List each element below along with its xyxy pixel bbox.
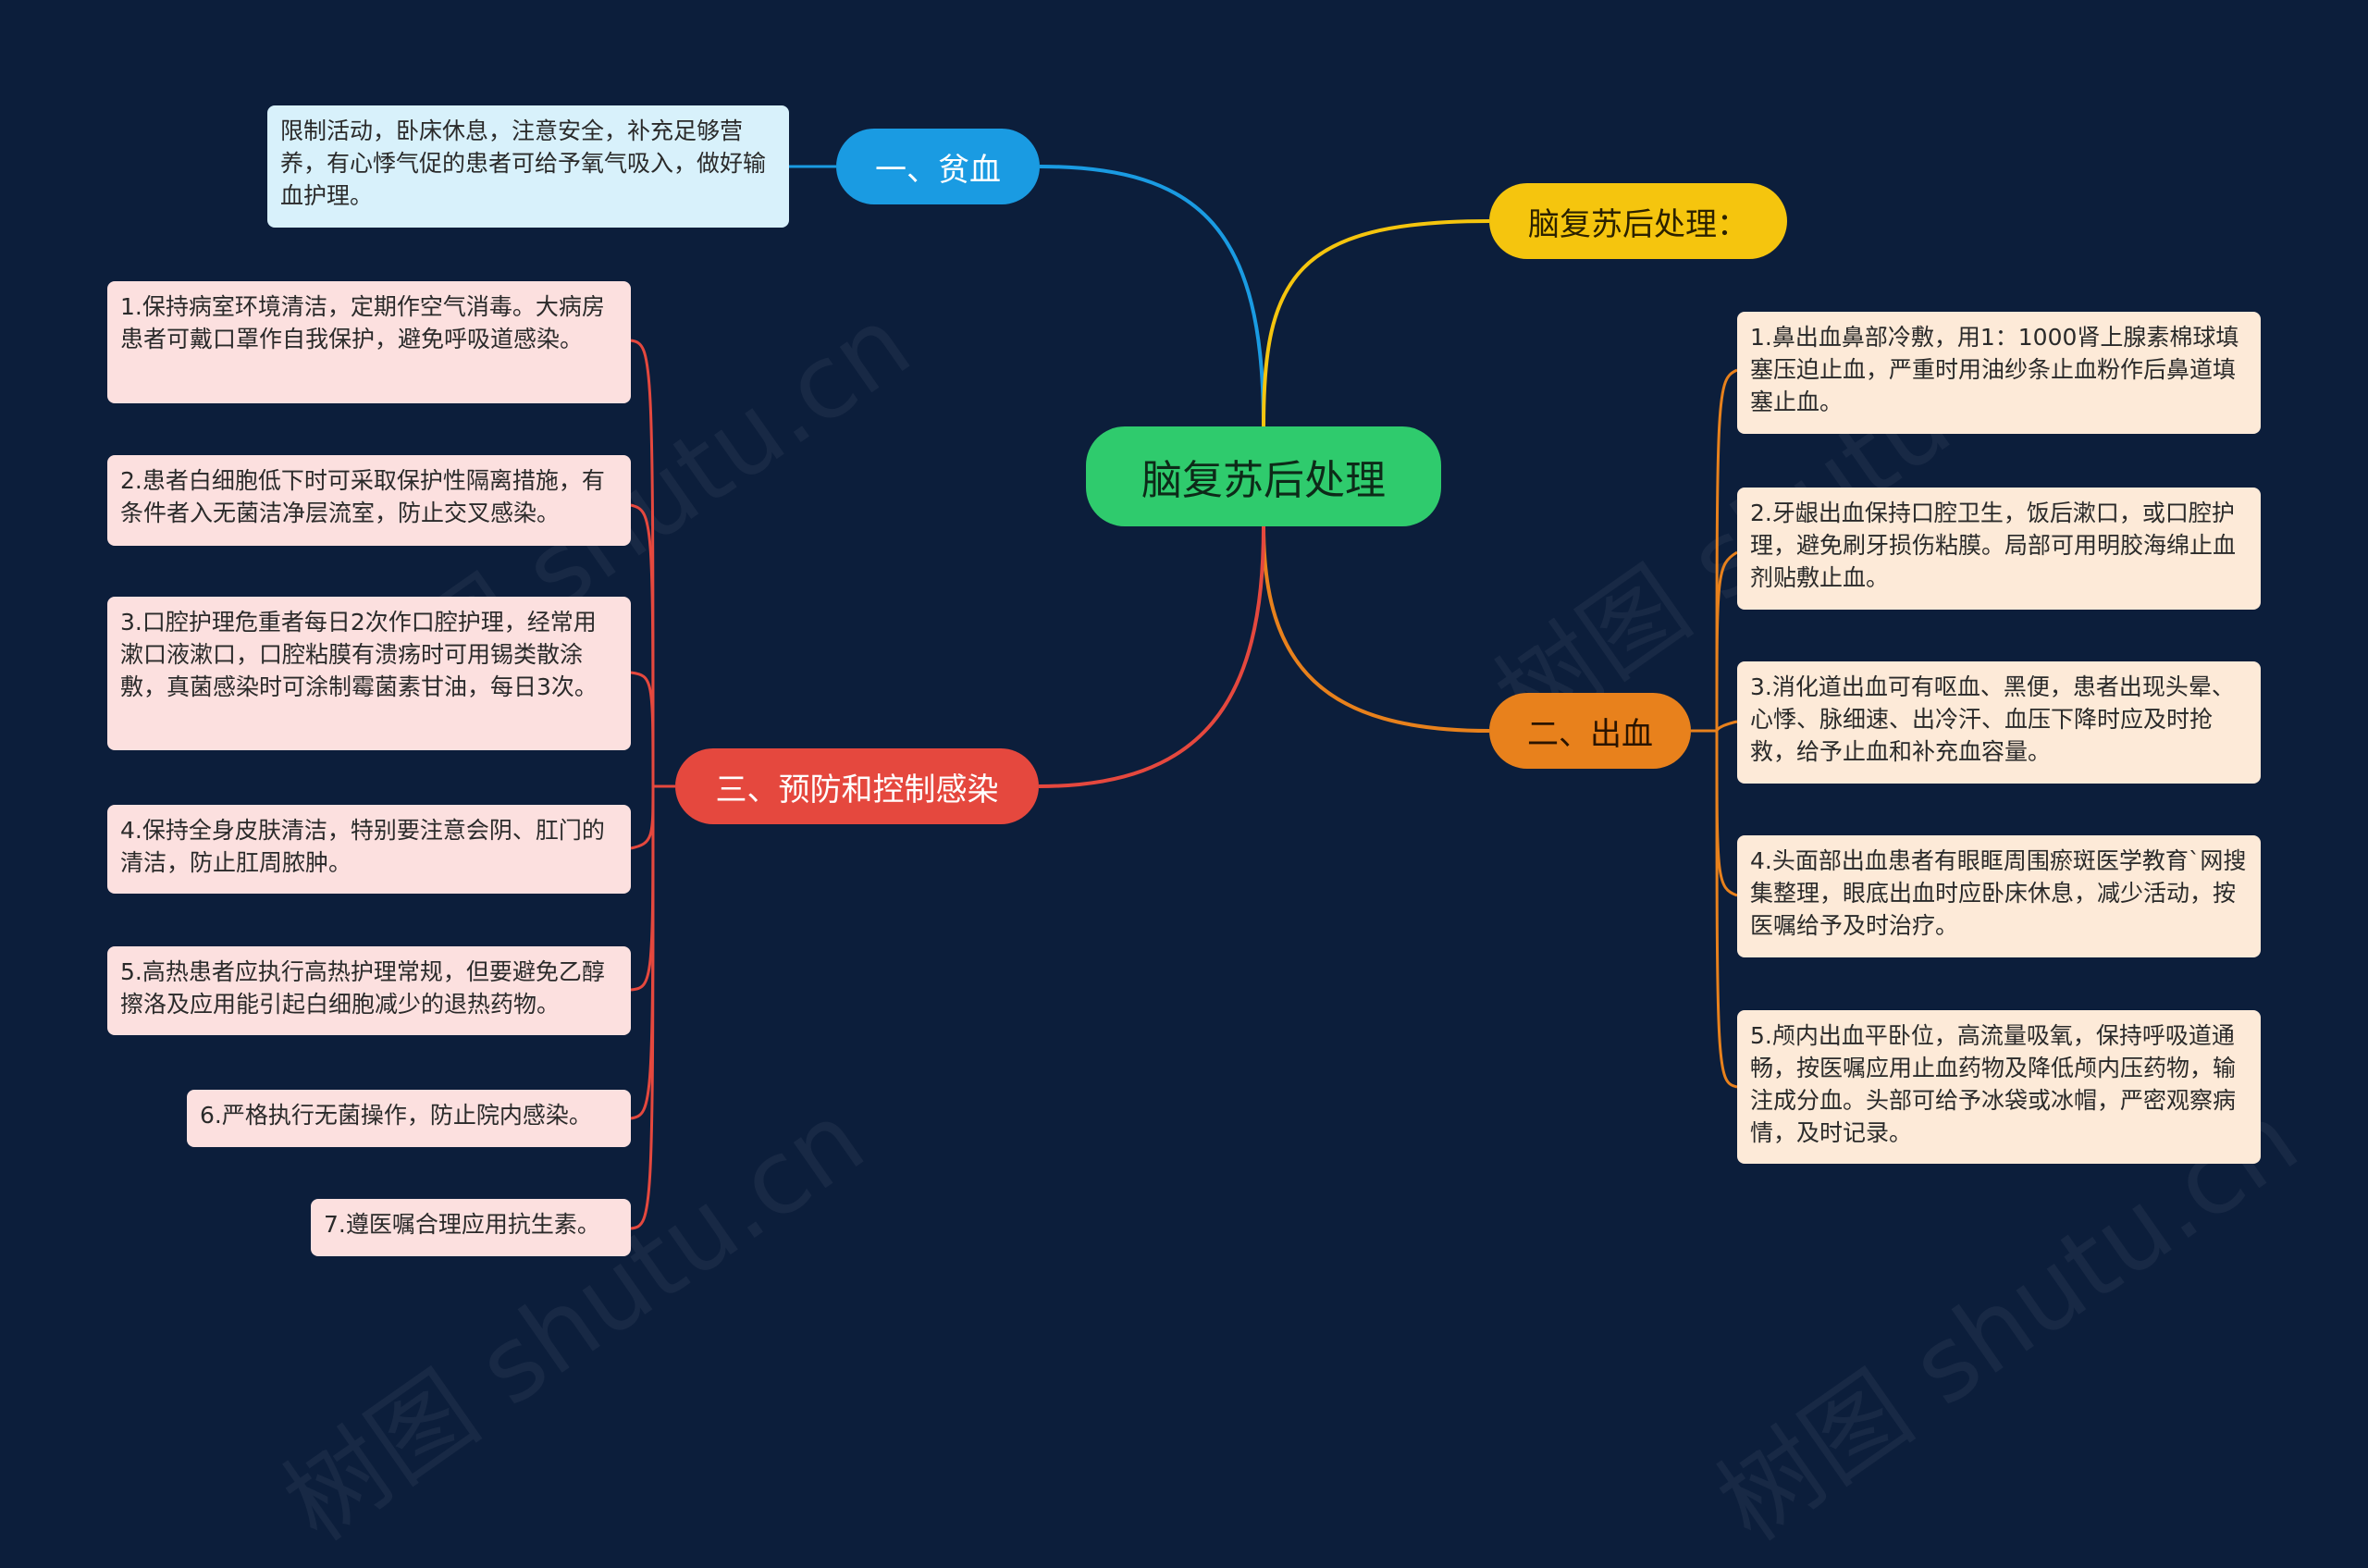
center-topic[interactable]: 脑复苏后处理 — [1086, 426, 1441, 526]
infection-item-6[interactable]: 6.严格执行无菌操作，防止院内感染。 — [187, 1090, 631, 1147]
connector-anemia — [1039, 165, 1265, 427]
infection-item-3[interactable]: 3.口腔护理危重者每日2次作口腔护理，经常用漱口液漱口，口腔粘膜有溃疡时可用锡类… — [107, 597, 631, 750]
branch-anemia[interactable]: 一、贫血 — [836, 129, 1040, 204]
infection-item-4[interactable]: 4.保持全身皮肤清洁，特别要注意会阴、肛门的清洁，防止肛周脓肿。 — [107, 805, 631, 894]
bleeding-item-2[interactable]: 2.牙龈出血保持口腔卫生，饭后漱口，或口腔护理，避免刷牙损伤粘膜。局部可用明胶海… — [1737, 488, 2261, 610]
connector-bleeding-leaves — [1691, 368, 1738, 1089]
bleeding-item-5[interactable]: 5.颅内出血平卧位，高流量吸氧，保持呼吸道通畅，按医嘱应用止血药物及降低颅内压药… — [1737, 1010, 2261, 1164]
branch-infection[interactable]: 三、预防和控制感染 — [675, 748, 1039, 824]
connector-infection — [1038, 525, 1265, 788]
bleeding-item-1[interactable]: 1.鼻出血鼻部冷敷，用1：1000肾上腺素棉球填塞压迫止血，严重时用油纱条止血粉… — [1737, 312, 2261, 434]
bleeding-item-4[interactable]: 4.头面部出血患者有眼眶周围瘀斑医学教育`网搜集整理，眼底出血时应卧床休息，减少… — [1737, 835, 2261, 957]
infection-item-5[interactable]: 5.高热患者应执行高热护理常规，但要避免乙醇擦洛及应用能引起白细胞减少的退热药物… — [107, 946, 631, 1035]
connector-infection-leaves — [630, 339, 675, 1230]
infection-item-2[interactable]: 2.患者白细胞低下时可采取保护性隔离措施，有条件者入无菌洁净层流室，防止交叉感染… — [107, 455, 631, 546]
connector-lines — [630, 165, 1738, 1230]
mind-map-canvas: 树图 shutu.cn 树图 shutu.cn 树图 shutu.cn 树图 s… — [107, 105, 2318, 1563]
connector-bleeding — [1262, 525, 1490, 733]
connector-title — [1262, 219, 1490, 427]
anemia-item[interactable]: 限制活动，卧床休息，注意安全，补充足够营养，有心悸气促的患者可给予氧气吸入，做好… — [267, 105, 789, 228]
infection-item-1[interactable]: 1.保持病室环境清洁，定期作空气消毒。大病房患者可戴口罩作自我保护，避免呼吸道感… — [107, 281, 631, 403]
branch-title[interactable]: 脑复苏后处理： — [1489, 183, 1787, 259]
bleeding-item-3[interactable]: 3.消化道出血可有呕血、黑便，患者出现头晕、心悸、脉细速、出冷汗、血压下降时应及… — [1737, 661, 2261, 784]
infection-item-7[interactable]: 7.遵医嘱合理应用抗生素。 — [311, 1199, 631, 1256]
branch-bleeding[interactable]: 二、出血 — [1489, 693, 1691, 769]
